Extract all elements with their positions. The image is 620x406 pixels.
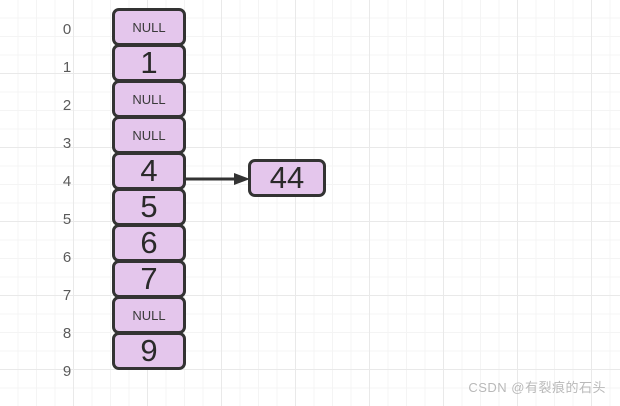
- index-label-4: 4: [62, 173, 72, 190]
- array-slot-4[interactable]: 4: [112, 152, 186, 190]
- index-label-3: 3: [62, 135, 72, 152]
- index-label-5: 5: [62, 211, 72, 228]
- index-label-9: 9: [62, 363, 72, 380]
- linked-node-value: 44: [269, 159, 305, 195]
- index-label-6: 6: [62, 249, 72, 266]
- array-slot-value: NULL: [132, 307, 166, 323]
- index-label-2: 2: [62, 97, 72, 114]
- index-label-1: 1: [62, 59, 72, 76]
- array-slot-8[interactable]: NULL: [112, 296, 186, 334]
- array-slot-6[interactable]: 6: [112, 224, 186, 262]
- index-label-8: 8: [62, 325, 72, 342]
- arrow-right-icon: [186, 173, 250, 185]
- array-slot-value: NULL: [132, 19, 166, 35]
- array-slot-value: 6: [140, 224, 158, 260]
- array-slot-value: NULL: [132, 91, 166, 107]
- array-column: NULL 1 NULL NULL 4 5 6 7 NULL 9: [112, 8, 186, 370]
- array-slot-0[interactable]: NULL: [112, 8, 186, 46]
- array-slot-2[interactable]: NULL: [112, 80, 186, 118]
- array-slot-7[interactable]: 7: [112, 260, 186, 298]
- linked-node-44[interactable]: 44: [248, 159, 326, 197]
- index-label-0: 0: [62, 21, 72, 38]
- index-label-7: 7: [62, 287, 72, 304]
- array-slot-value: 5: [140, 188, 158, 224]
- watermark: CSDN @有裂痕的石头: [468, 380, 606, 395]
- array-slot-9[interactable]: 9: [112, 332, 186, 370]
- array-slot-3[interactable]: NULL: [112, 116, 186, 154]
- array-slot-1[interactable]: 1: [112, 44, 186, 82]
- array-slot-value: NULL: [132, 127, 166, 143]
- array-slot-value: 9: [140, 332, 158, 368]
- array-slot-value: 1: [140, 44, 158, 80]
- array-slot-value: 4: [140, 152, 158, 188]
- array-slot-value: 7: [140, 260, 158, 296]
- array-slot-5[interactable]: 5: [112, 188, 186, 226]
